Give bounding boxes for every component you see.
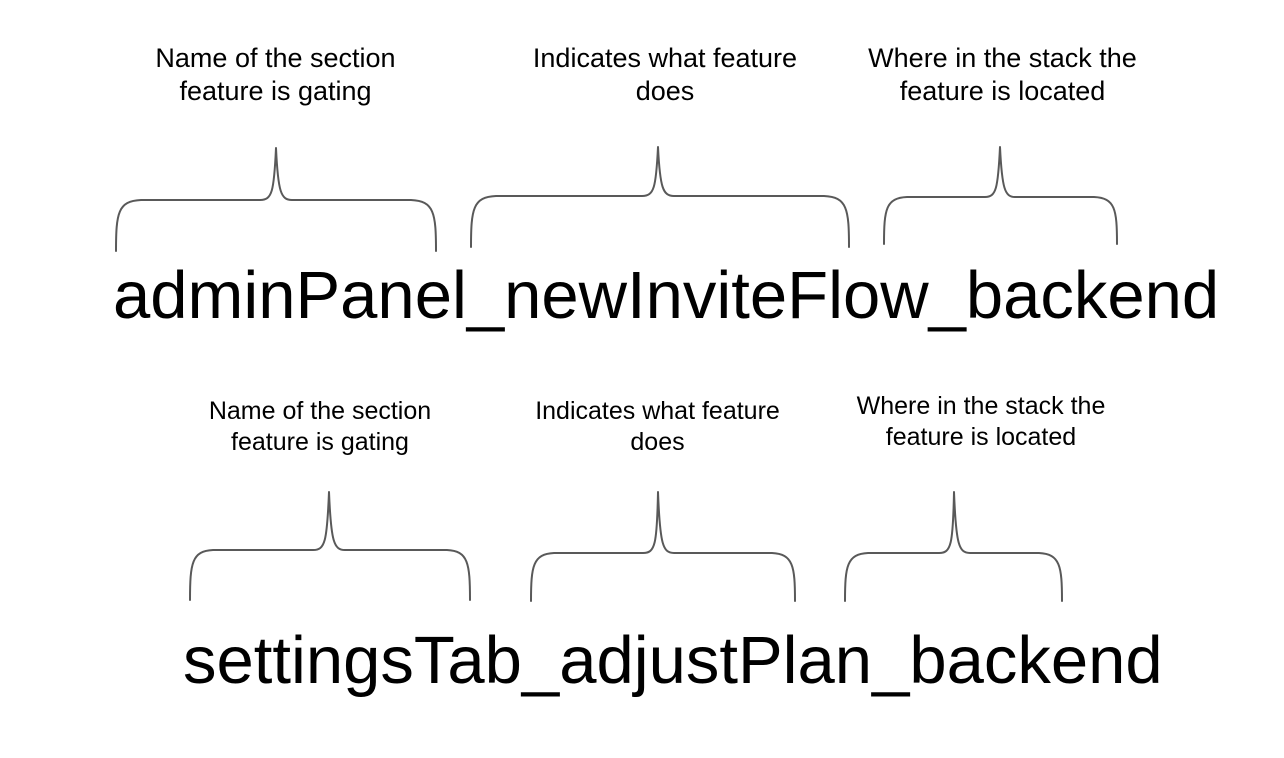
row-1-segment-2-caption: Indicates what feature does [532, 43, 798, 106]
row-1-segment-1-caption: Name of the section feature is gating [155, 43, 396, 106]
row-2-segment-1-caption: Name of the section feature is gating [208, 397, 432, 456]
row-1-segment-3-caption: Where in the stack the feature is locate… [868, 43, 1137, 106]
row-2-flag-name: settingsTab_adjustPlan_backend [183, 623, 1163, 698]
row-1-flag-name: adminPanel_newInviteFlow_backend [113, 258, 1220, 333]
row-2-segment-2-brace [530, 491, 796, 602]
row-2-segment-1-brace [189, 491, 471, 601]
row-2-segment-3-brace [844, 491, 1063, 602]
row-2-segment-3-caption: Where in the stack the feature is locate… [856, 392, 1106, 451]
row-2-segment-2-caption: Indicates what feature does [535, 397, 780, 456]
